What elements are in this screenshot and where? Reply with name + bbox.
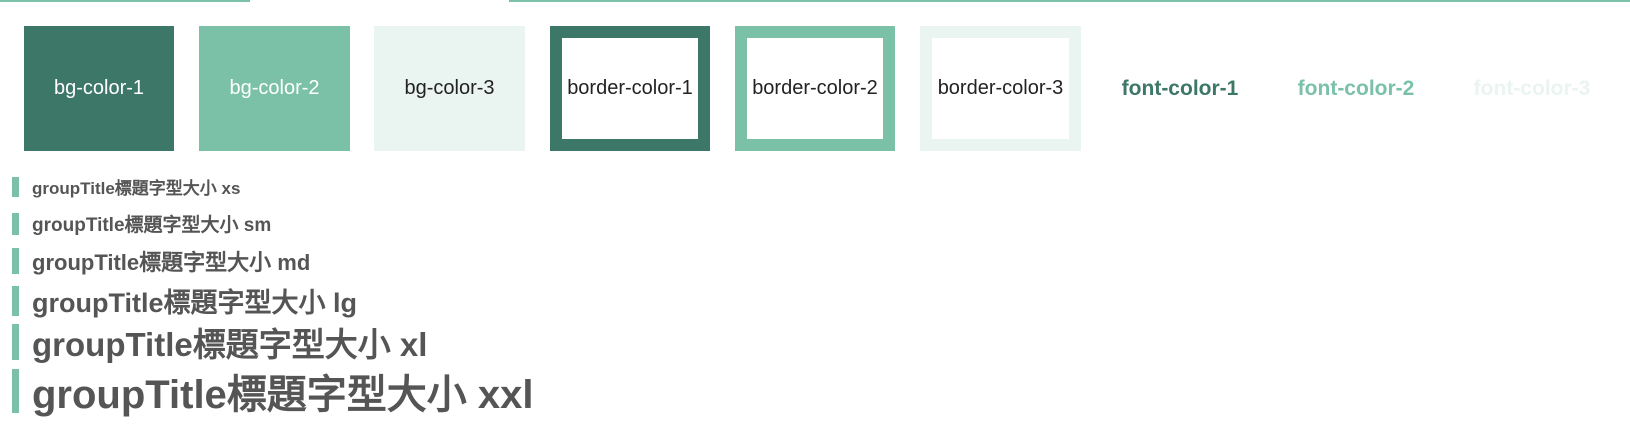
group-title-accent-bar bbox=[12, 324, 19, 360]
font-color-2-sample: font-color-2 bbox=[1281, 26, 1431, 151]
border-color-2-swatch: border-color-2 bbox=[735, 26, 895, 151]
group-title-text: groupTitle標題字型大小 lg bbox=[32, 288, 357, 318]
swatch-label: bg-color-3 bbox=[404, 77, 495, 99]
group-title-sm: groupTitle標題字型大小 sm bbox=[12, 210, 271, 237]
group-title-accent-bar bbox=[12, 285, 19, 316]
font-color-3-sample: font-color-3 bbox=[1457, 26, 1607, 151]
swatch-label: border-color-1 bbox=[567, 77, 693, 99]
swatch-label: bg-color-1 bbox=[53, 77, 145, 99]
group-title-accent-bar bbox=[12, 248, 19, 274]
group-title-text: groupTitle標題字型大小 xxl bbox=[32, 373, 534, 417]
bg-color-2-swatch: bg-color-2 bbox=[199, 26, 350, 151]
swatch-label: bg-color-2 bbox=[229, 77, 320, 99]
bg-color-3-swatch: bg-color-3 bbox=[374, 26, 525, 151]
swatch-label: font-color-3 bbox=[1473, 76, 1591, 100]
bg-color-1-swatch: bg-color-1 bbox=[24, 26, 174, 151]
group-title-xxl: groupTitle標題字型大小 xxl bbox=[12, 362, 534, 420]
group-title-accent-bar bbox=[12, 212, 19, 235]
group-title-text: groupTitle標題字型大小 md bbox=[32, 250, 311, 275]
swatch-label: font-color-2 bbox=[1297, 76, 1415, 100]
border-color-3-swatch: border-color-3 bbox=[920, 26, 1081, 151]
group-title-md: groupTitle標題字型大小 md bbox=[12, 245, 310, 277]
top-accent-line-right bbox=[509, 0, 1630, 2]
group-title-xs: groupTitle標題字型大小 xs bbox=[12, 174, 240, 199]
border-color-1-swatch: border-color-1 bbox=[550, 26, 710, 151]
group-title-text: groupTitle標題字型大小 sm bbox=[32, 215, 272, 236]
group-title-accent-bar bbox=[12, 176, 19, 197]
top-accent-line-left bbox=[0, 0, 250, 2]
font-color-1-sample: font-color-1 bbox=[1105, 26, 1255, 151]
group-title-text: groupTitle標題字型大小 xl bbox=[32, 326, 428, 363]
group-title-lg: groupTitle標題字型大小 lg bbox=[12, 281, 357, 320]
group-title-xl: groupTitle標題字型大小 xl bbox=[12, 318, 427, 366]
swatch-label: border-color-3 bbox=[937, 77, 1064, 99]
swatch-label: border-color-2 bbox=[752, 77, 878, 99]
swatch-label: font-color-1 bbox=[1121, 76, 1239, 100]
group-title-accent-bar bbox=[12, 369, 19, 413]
group-title-text: groupTitle標題字型大小 xs bbox=[32, 179, 241, 198]
